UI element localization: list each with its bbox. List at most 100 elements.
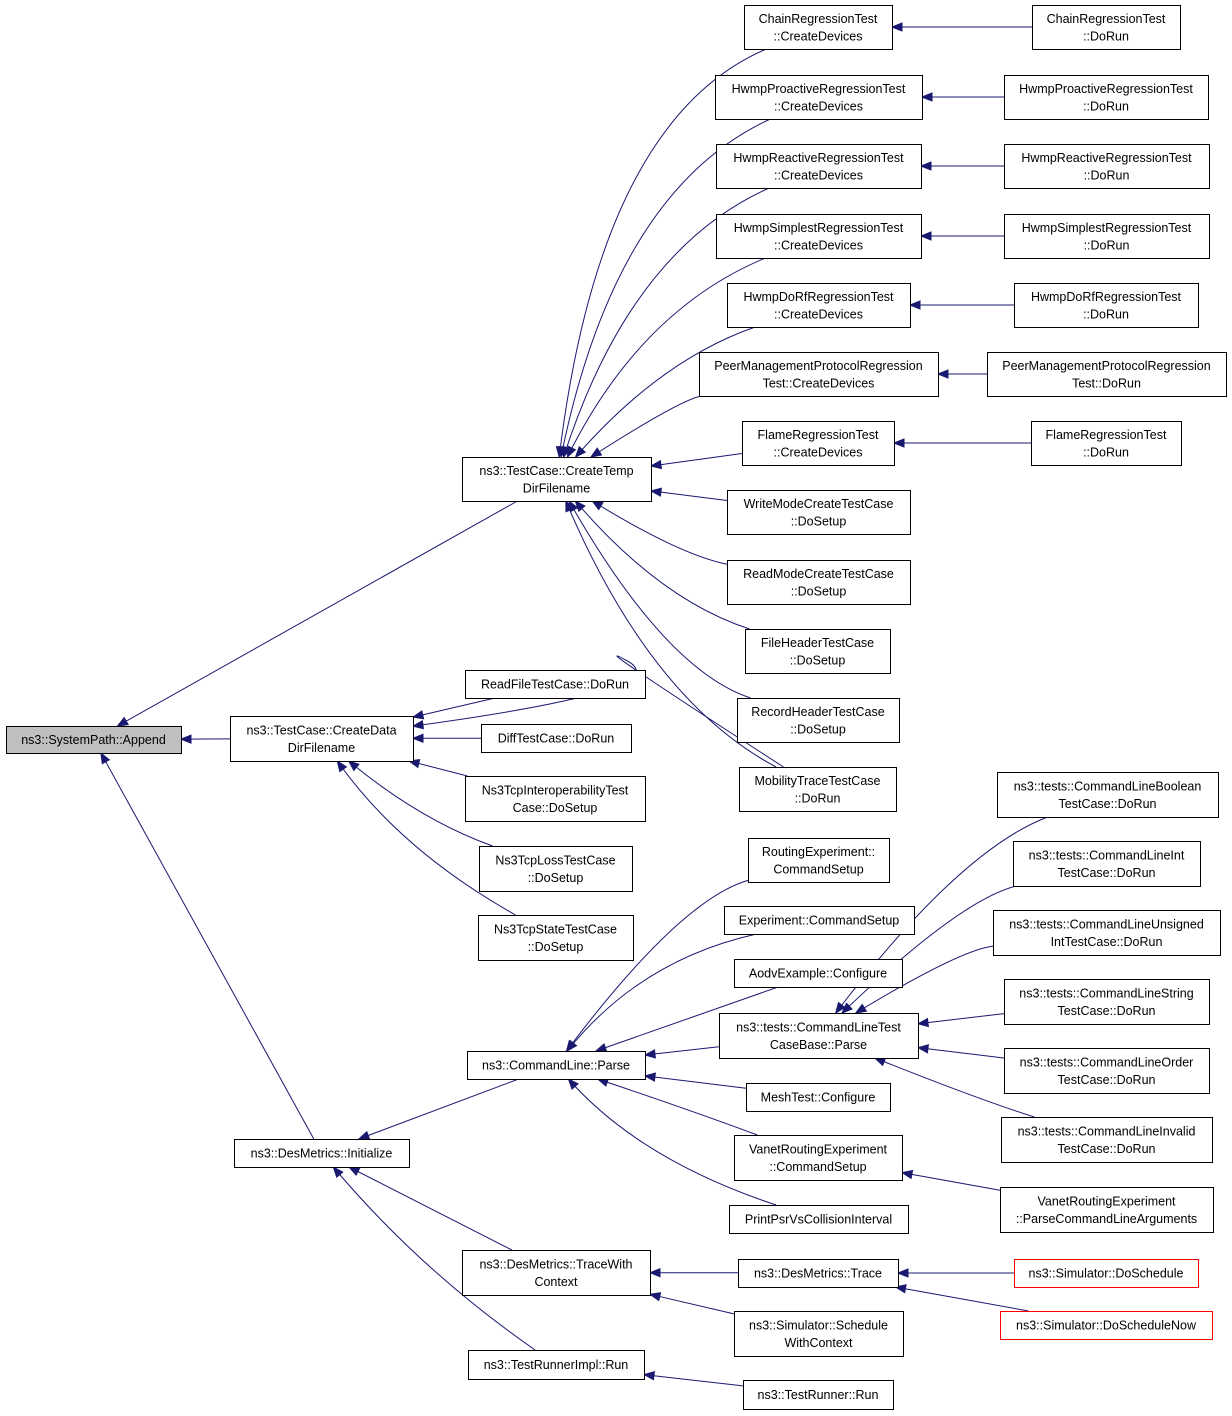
- node-box: [716, 214, 922, 259]
- node-label: VanetRoutingExperiment: [1037, 1194, 1176, 1208]
- call-edge-mobility-to-createData: [412, 655, 784, 768]
- arrowhead-cmdParse-to-desInit: [357, 1130, 371, 1140]
- node-diffTest[interactable]: DiffTestCase::DoRun: [481, 724, 632, 753]
- node-chainRun[interactable]: ChainRegressionTest::DoRun: [1032, 5, 1181, 50]
- node-box: [234, 1139, 410, 1168]
- node-label: Ns3TcpInteroperabilityTest: [482, 783, 629, 797]
- node-clString[interactable]: ns3::tests::CommandLineStringTestCase::D…: [1004, 979, 1210, 1025]
- arrowhead-clInvalid-to-cltParse: [873, 1057, 887, 1067]
- node-recordHeader[interactable]: RecordHeaderTestCase::DoSetup: [737, 698, 900, 743]
- node-vanetParse[interactable]: VanetRoutingExperiment::ParseCommandLine…: [1000, 1187, 1214, 1233]
- node-box: [746, 1083, 891, 1112]
- call-edge-readMode-to-createTemp: [592, 500, 728, 565]
- node-desInit[interactable]: ns3::DesMetrics::Initialize: [234, 1139, 410, 1168]
- node-routingExp[interactable]: RoutingExperiment::CommandSetup: [748, 838, 890, 883]
- node-mobility[interactable]: MobilityTraceTestCase::DoRun: [739, 767, 897, 812]
- node-experiment[interactable]: Experiment::CommandSetup: [724, 906, 915, 935]
- node-chainCD[interactable]: ChainRegressionTest::CreateDevices: [744, 5, 893, 50]
- node-box: [1032, 5, 1181, 50]
- node-clUnsigned[interactable]: ns3::tests::CommandLineUnsignedIntTestCa…: [993, 910, 1221, 956]
- arrowhead-diffTest-to-createData: [411, 733, 424, 744]
- call-edge-vanetParse-to-vanetCS: [901, 1172, 1001, 1191]
- node-label: ::DoRun: [1083, 29, 1129, 43]
- node-label: HwmpReactiveRegressionTest: [733, 151, 904, 165]
- node-peerCD[interactable]: PeerManagementProtocolRegressionTest::Cr…: [699, 352, 939, 397]
- call-edge-reaCD-to-createTemp: [563, 187, 770, 458]
- arrowhead-simCD-to-createTemp: [566, 445, 577, 459]
- node-label: ns3::Simulator::Schedule: [749, 1318, 888, 1332]
- node-tcpState[interactable]: Ns3TcpStateTestCase::DoSetup: [478, 915, 634, 961]
- node-meshTest[interactable]: MeshTest::Configure: [746, 1083, 891, 1112]
- node-clBool[interactable]: ns3::tests::CommandLineBooleanTestCase::…: [997, 772, 1219, 818]
- node-box: [734, 959, 903, 988]
- node-doScheduleNow[interactable]: ns3::Simulator::DoScheduleNow: [1000, 1311, 1213, 1340]
- node-clInt[interactable]: ns3::tests::CommandLineIntTestCase::DoRu…: [1013, 841, 1201, 887]
- node-simRun[interactable]: HwmpSimplestRegressionTest::DoRun: [1004, 214, 1210, 259]
- node-label: ns3::tests::CommandLineString: [1019, 986, 1193, 1000]
- node-desTrace[interactable]: ns3::DesMetrics::Trace: [738, 1259, 899, 1288]
- node-cmdParse[interactable]: ns3::CommandLine::Parse: [467, 1051, 646, 1080]
- arrowhead-tcpLoss-to-createData: [347, 760, 360, 772]
- node-label: WriteModeCreateTestCase: [744, 497, 894, 511]
- node-box: [1013, 841, 1201, 887]
- arrowhead-proRun-to-proCD: [920, 92, 933, 102]
- node-printPsr[interactable]: PrintPsrVsCollisionInterval: [729, 1205, 909, 1234]
- node-label: TestCase::DoRun: [1058, 1142, 1156, 1156]
- node-tcpLoss[interactable]: Ns3TcpLossTestCase::DoSetup: [479, 846, 633, 892]
- node-flameRun[interactable]: FlameRegressionTest::DoRun: [1031, 421, 1182, 466]
- node-clOrder[interactable]: ns3::tests::CommandLineOrderTestCase::Do…: [1004, 1048, 1210, 1094]
- node-simCD[interactable]: HwmpSimplestRegressionTest::CreateDevice…: [716, 214, 922, 259]
- node-peerRun[interactable]: PeerManagementProtocolRegressionTest::Do…: [987, 352, 1227, 397]
- node-label: HwmpDoRfRegressionTest: [1031, 290, 1182, 304]
- arrowhead-simRun-to-simCD: [919, 231, 932, 241]
- node-readFile[interactable]: ReadFileTestCase::DoRun: [465, 670, 646, 699]
- node-proCD[interactable]: HwmpProactiveRegressionTest::CreateDevic…: [715, 75, 923, 120]
- node-box: [719, 1013, 919, 1059]
- node-writeMode[interactable]: WriteModeCreateTestCase::DoSetup: [727, 490, 911, 535]
- node-readMode[interactable]: ReadModeCreateTestCase::DoSetup: [727, 560, 911, 605]
- node-fileHeader[interactable]: FileHeaderTestCase::DoSetup: [745, 629, 891, 674]
- node-testRunner[interactable]: ns3::TestRunner::Run: [743, 1380, 894, 1410]
- node-clInvalid[interactable]: ns3::tests::CommandLineInvalidTestCase::…: [1001, 1117, 1213, 1163]
- node-reaCD[interactable]: HwmpReactiveRegressionTest::CreateDevice…: [716, 144, 922, 189]
- node-box: [727, 490, 911, 535]
- node-box: [1004, 1048, 1210, 1094]
- node-label: ChainRegressionTest: [1047, 12, 1166, 26]
- node-proRun[interactable]: HwmpProactiveRegressionTest::DoRun: [1004, 75, 1209, 120]
- arrowhead-mobility-to-createTemp: [565, 499, 575, 513]
- node-label: HwmpReactiveRegressionTest: [1021, 151, 1192, 165]
- call-edge-desInit-to-append: [100, 752, 315, 1140]
- call-edge-flameCD-to-createTemp: [650, 453, 743, 467]
- node-label: TestCase::DoRun: [1058, 866, 1156, 880]
- node-dorfRun[interactable]: HwmpDoRfRegressionTest::DoRun: [1014, 283, 1199, 328]
- node-box: [729, 1205, 909, 1234]
- arrowhead-flameCD-to-createTemp: [649, 459, 663, 470]
- node-cltParse[interactable]: ns3::tests::CommandLineTestCaseBase::Par…: [719, 1013, 919, 1059]
- node-box: [6, 726, 182, 754]
- node-label: ns3::tests::CommandLineBoolean: [1014, 779, 1202, 793]
- call-edge-clInt-to-cltParse: [841, 885, 1017, 1014]
- node-dorfCD[interactable]: HwmpDoRfRegressionTest::CreateDevices: [727, 283, 911, 328]
- node-box: [739, 767, 897, 812]
- node-label: Case::DoSetup: [513, 801, 598, 815]
- node-vanetCS[interactable]: VanetRoutingExperiment::CommandSetup: [734, 1135, 903, 1181]
- node-reaRun[interactable]: HwmpReactiveRegressionTest::DoRun: [1004, 144, 1210, 189]
- node-label: ::DoRun: [1083, 99, 1129, 113]
- node-aodv[interactable]: AodvExample::Configure: [734, 959, 903, 988]
- node-box: [997, 772, 1219, 818]
- node-flameCD[interactable]: FlameRegressionTest::CreateDevices: [742, 421, 895, 466]
- node-box: [230, 716, 414, 762]
- node-append[interactable]: ns3::SystemPath::Append: [6, 726, 182, 754]
- node-testRunnerImpl[interactable]: ns3::TestRunnerImpl::Run: [468, 1350, 645, 1380]
- node-doSchedule[interactable]: ns3::Simulator::DoSchedule: [1014, 1259, 1199, 1288]
- arrowhead-fileHeader-to-createTemp: [574, 499, 586, 513]
- node-label: ::CreateDevices: [774, 99, 863, 113]
- node-label: ns3::Simulator::DoScheduleNow: [1016, 1319, 1197, 1333]
- node-label: ChainRegressionTest: [759, 12, 878, 26]
- node-label: ::DoRun: [1084, 238, 1130, 252]
